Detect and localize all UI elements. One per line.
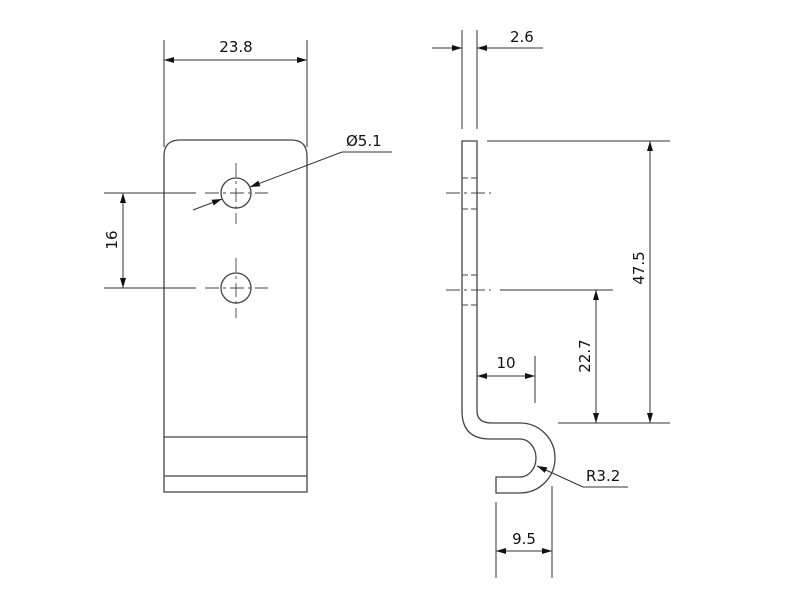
- bend-radius-dimension-label: R3.2: [586, 467, 620, 485]
- offset-dimension-label: 10: [496, 354, 515, 372]
- hole-diameter-dimension-label: Ø5.1: [346, 132, 382, 150]
- overall-height-dimension-label: 47.5: [630, 251, 648, 284]
- bracket-outline: [163, 139, 308, 493]
- front-view: 23.8 16 Ø5.1: [103, 38, 392, 493]
- leader-line: [192, 198, 223, 211]
- thickness-dimension-label: 2.6: [510, 28, 534, 46]
- leader-line: [249, 151, 343, 188]
- hole-to-base-dimension-label: 22.7: [576, 339, 594, 372]
- side-view: 2.6 47.5 22.7 10 R3.2 9.5: [432, 28, 670, 578]
- bracket-profile: [461, 140, 556, 494]
- width-dimension-label: 23.8: [219, 38, 252, 56]
- hook-width-dimension-label: 9.5: [512, 530, 536, 548]
- hole-spacing-dimension-label: 16: [103, 230, 121, 249]
- leader-line: [536, 465, 584, 488]
